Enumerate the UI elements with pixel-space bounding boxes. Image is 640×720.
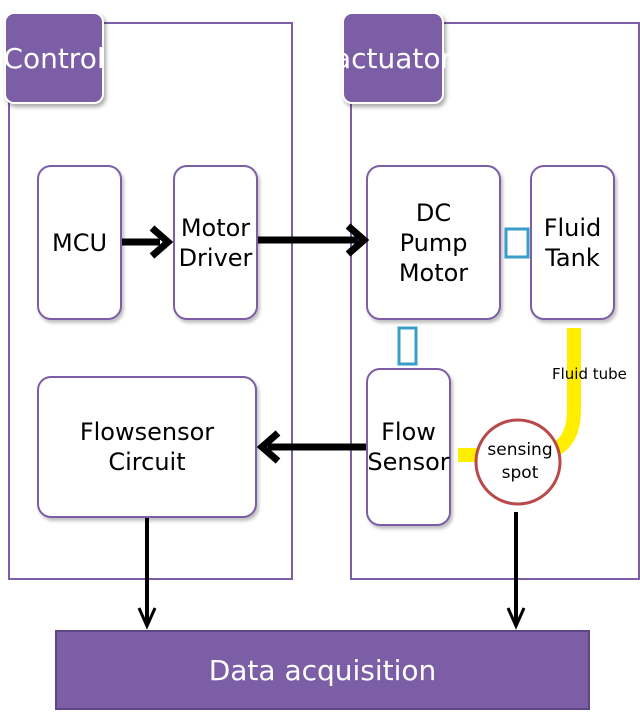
sensing-spot-ring (474, 418, 562, 506)
arrow-mcu-to-driver (122, 225, 174, 259)
dc-pump-motor-block: DC Pump Motor (366, 165, 501, 320)
arrow-spot-to-daq (506, 512, 526, 630)
fluid-tank-block: Fluid Tank (530, 165, 615, 320)
pump-tank-connector (504, 227, 530, 259)
arrow-circuit-to-daq (137, 518, 157, 630)
mcu-block: MCU (37, 165, 122, 320)
control-panel-tab: Control (3, 12, 105, 104)
pump-sensor-connector (397, 326, 418, 366)
actuator-panel-tab: actuator (334, 12, 452, 104)
flowsensor-circuit-block: Flowsensor Circuit (37, 376, 257, 518)
sensing-spot-label: sensing spot (487, 440, 553, 483)
motor-driver-block: Motor Driver (173, 165, 258, 320)
arrow-driver-to-pump (258, 223, 370, 257)
data-acquisition-bar: Data acquisition (55, 630, 590, 710)
arrow-sensor-to-circuit (256, 430, 366, 464)
flow-sensor-block: Flow Sensor (366, 368, 451, 526)
fluid-tube-label: Fluid tube (552, 365, 627, 383)
